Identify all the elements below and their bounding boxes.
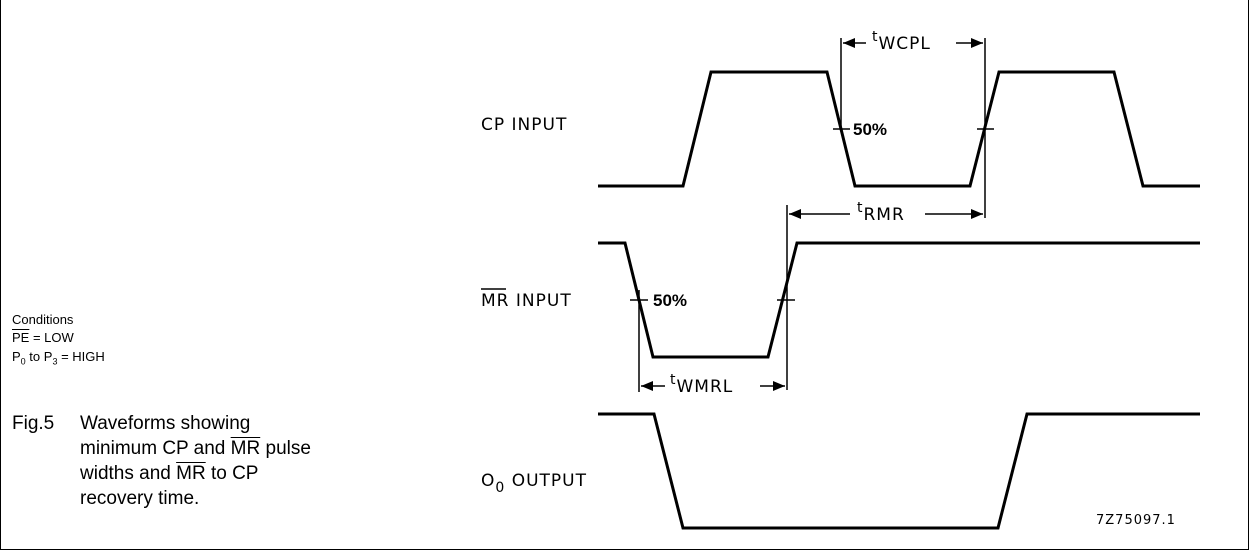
caption-l2b: pulse [260,438,311,459]
cp-input-label: CP INPUT [481,115,567,135]
caption-l3a: widths and [80,463,177,484]
o0-output-label-sub: 0 [495,480,505,496]
trmr-label-t: t [857,200,864,216]
cp-50-percent-label: 50% [853,120,887,139]
twcpl-label-t: t [872,29,879,45]
trmr-arrowhead-left [789,209,801,219]
twmrl-arrowhead-left [641,381,653,391]
conditions-p: P0 to P3 = HIGH [12,348,105,371]
caption-number: Fig.5 [12,413,55,434]
trmr-arrowhead-right [971,209,983,219]
caption-l2a: minimum CP and [80,438,231,459]
twcpl-label: tWCPL [872,29,931,54]
trmr-label-sub: RMR [864,205,905,225]
twcpl-label-sub: WCPL [879,34,931,54]
figure-caption: Fig.5 Waveforms showing minimum CP and MR… [12,411,311,511]
twmrl-arrowhead-right [773,381,785,391]
mr-input-waveform [598,241,1200,359]
mr-input-label: MR INPUT [481,291,572,311]
conditions-title: Conditions [12,312,74,327]
mr-input-label-suffix: INPUT [509,291,571,311]
caption-l3b: to CP [205,463,259,484]
caption-line-3: widths and MR to CP [12,461,311,486]
twmrl-label: tWMRL [670,372,733,397]
conditions-p-main: P [12,349,21,364]
o0-output-waveform [598,412,1200,530]
caption-l2-mr: MR [230,438,261,459]
twmrl-label-sub: WMRL [677,377,734,397]
caption-l1: Waveforms showing [80,413,251,434]
twcpl-arrowhead-right [971,38,983,48]
twcpl-arrowhead-left [843,38,855,48]
conditions-p-value: = HIGH [57,349,105,364]
conditions-p-mid: to P [25,349,53,364]
caption-line-2: minimum CP and MR pulse [12,436,311,461]
conditions-pe: PE = LOW [12,329,74,347]
conditions-p-sub3: 3 [52,356,58,367]
caption-l3-mr: MR [176,463,206,484]
o0-output-label-suffix: OUTPUT [505,471,587,491]
caption-line-1: Fig.5 Waveforms showing [12,411,311,436]
figure-code: 7Z75097.1 [1096,513,1176,528]
mr-50-percent-label: 50% [653,291,687,310]
twmrl-label-t: t [670,372,677,388]
caption-line-4: recovery time. [80,488,200,509]
conditions-pe-name: PE [12,330,30,345]
o0-output-label-main: O [481,471,495,491]
conditions-p-sub0: 0 [20,356,26,367]
mr-input-label-bar: MR [481,291,509,311]
conditions-pe-value: = LOW [29,330,74,345]
trmr-label: tRMR [857,200,905,225]
cp-input-waveform [598,70,1200,188]
o0-output-label: O0 OUTPUT [481,471,587,496]
